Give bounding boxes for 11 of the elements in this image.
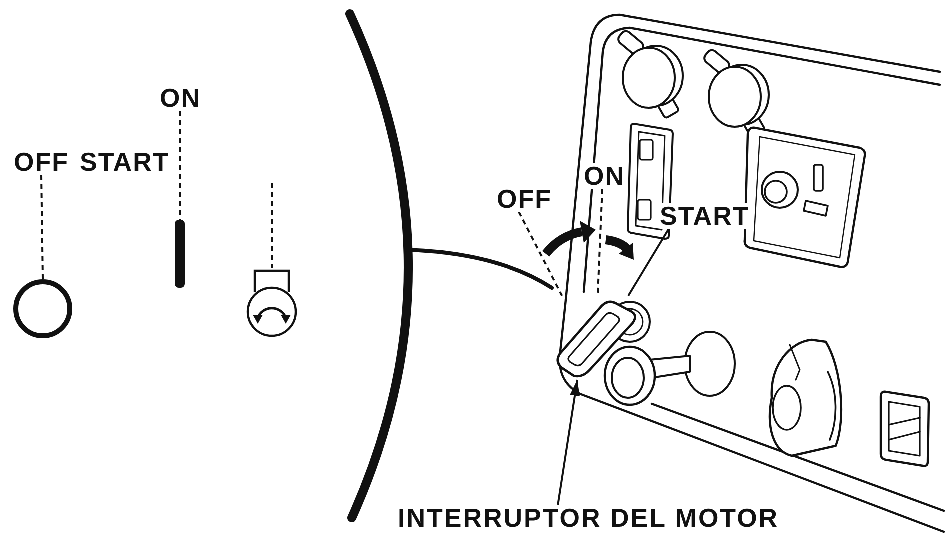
leader-line [179, 111, 182, 220]
leader-line [557, 380, 580, 506]
position-label: START [660, 203, 750, 229]
leader-line [40, 174, 44, 280]
rotation-symbol [245, 268, 299, 338]
leader-line [271, 183, 273, 268]
bar-symbol [175, 220, 185, 288]
leader-line [518, 212, 564, 296]
leader-line [628, 228, 670, 297]
circle-symbol [13, 279, 73, 339]
position-label: ON [584, 163, 625, 189]
